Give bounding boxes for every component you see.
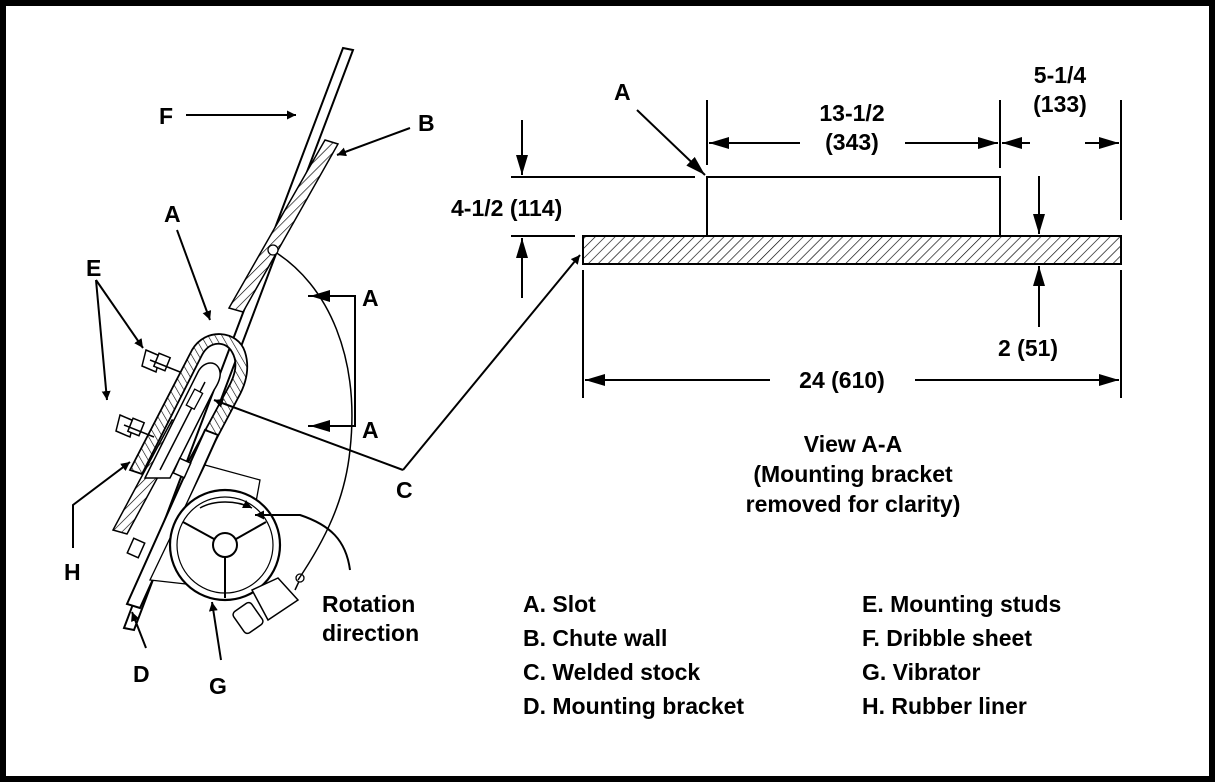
legend-item-e: E. Mounting studs	[862, 591, 1061, 617]
leader-lines-left	[72, 110, 581, 661]
mounting-stud-lower	[115, 413, 155, 439]
callout-g: G	[209, 673, 227, 699]
view-caption-line2: (Mounting bracket	[753, 461, 953, 487]
dim-right-offset-in: 5-1/4	[1034, 62, 1087, 88]
view-caption-line1: View A-A	[804, 431, 902, 457]
dim-height: 4-1/2 (114)	[451, 195, 562, 221]
dimension-labels: 13-1/2 (343) 5-1/4 (133) 4-1/2 (114) 2 (…	[451, 62, 1087, 393]
vibrator	[168, 488, 305, 635]
view-a-a	[511, 100, 1122, 398]
callout-section-top: A	[362, 285, 379, 311]
legend-item-f: F. Dribble sheet	[862, 625, 1032, 651]
callout-e: E	[86, 255, 101, 281]
callout-section-bottom: A	[362, 417, 379, 443]
view-caption: View A-A (Mounting bracket removed for c…	[746, 431, 961, 517]
rotation-label-line2: direction	[322, 620, 419, 646]
dim-thickness: 2 (51)	[998, 335, 1058, 361]
side-view-assembly	[111, 46, 355, 635]
callout-labels: F B A E A A C H D G A Rotation direction	[64, 79, 631, 699]
callout-view-a: A	[614, 79, 631, 105]
welded-stock-bar	[582, 235, 1122, 265]
legend-item-g: G. Vibrator	[862, 659, 980, 685]
legend: A. Slot B. Chute wall C. Welded stock D.…	[523, 591, 1061, 719]
view-caption-line3: removed for clarity)	[746, 491, 961, 517]
rotation-label-line1: Rotation	[322, 591, 415, 617]
callout-b: B	[418, 110, 435, 136]
legend-item-h: H. Rubber liner	[862, 693, 1027, 719]
callout-h: H	[64, 559, 81, 585]
mounting-bracket	[125, 428, 220, 610]
legend-item-c: C. Welded stock	[523, 659, 700, 685]
dim-top-length-in: 13-1/2	[819, 100, 884, 126]
callout-d: D	[133, 661, 150, 687]
callout-a-slot: A	[164, 201, 181, 227]
callout-c: C	[396, 477, 413, 503]
chute-wall	[227, 139, 340, 313]
legend-item-a: A. Slot	[523, 591, 596, 617]
callout-f: F	[159, 103, 173, 129]
legend-item-b: B. Chute wall	[523, 625, 667, 651]
dim-top-length-mm: (343)	[825, 129, 879, 155]
mounting-stud-upper	[141, 348, 181, 374]
dim-right-offset-mm: (133)	[1033, 91, 1087, 117]
legend-item-d: D. Mounting bracket	[523, 693, 744, 719]
dim-total-length: 24 (610)	[799, 367, 885, 393]
slot-outline	[706, 176, 1001, 236]
safety-cable	[271, 249, 353, 581]
rubber-liner	[143, 362, 221, 479]
